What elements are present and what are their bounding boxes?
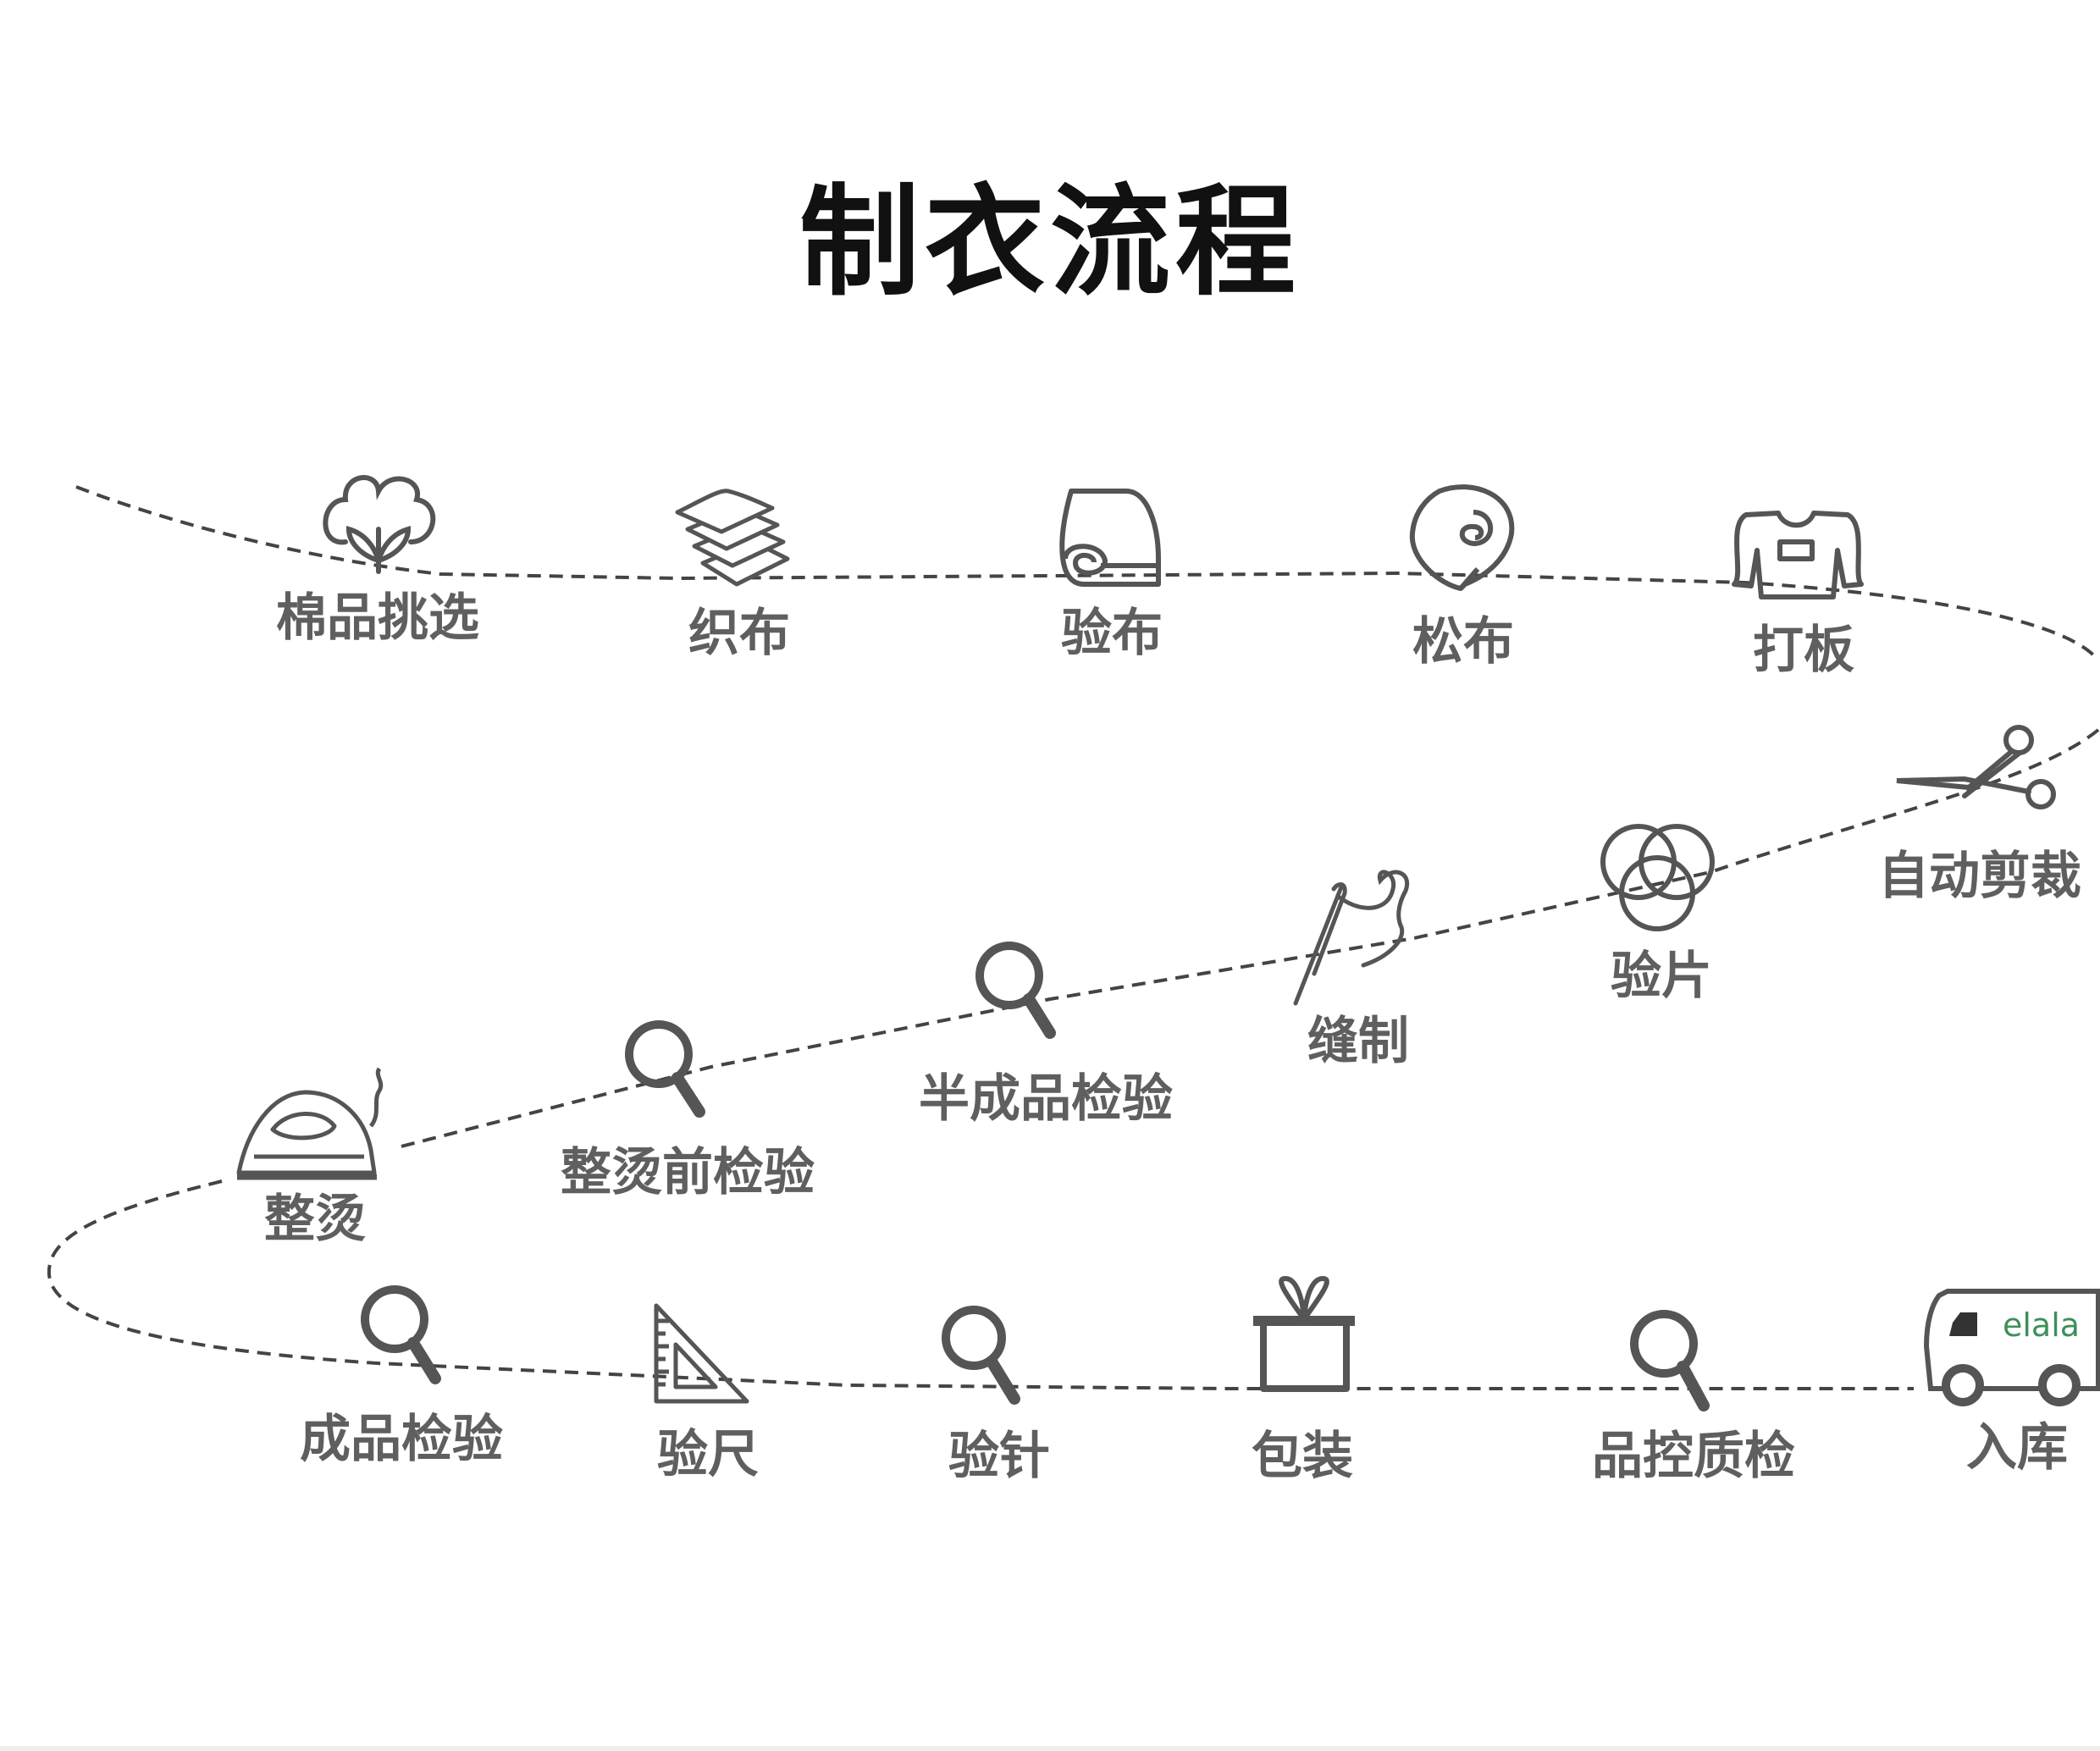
step-label-sewing: 缝制 bbox=[1307, 1012, 1409, 1071]
step-label-fabric-relaxing: 松布 bbox=[1412, 612, 1514, 671]
step-label-pattern-making: 打板 bbox=[1753, 621, 1854, 680]
step-label-auto-cutting: 自动剪裁 bbox=[1878, 847, 2081, 906]
fabric-stack-icon bbox=[675, 489, 790, 587]
scissors-icon bbox=[1896, 725, 2056, 809]
step-label-quality-control: 品控质检 bbox=[1592, 1427, 1795, 1486]
step-label-fabric-inspection: 验布 bbox=[1061, 604, 1163, 663]
step-label-packaging: 包装 bbox=[1252, 1427, 1353, 1486]
gift-box-icon bbox=[1253, 1276, 1355, 1392]
page-title: 制衣流程 bbox=[799, 173, 1301, 312]
step-label-ironing: 整烫 bbox=[264, 1190, 366, 1249]
step-label-semi-finished-inspection: 半成品检验 bbox=[919, 1069, 1173, 1129]
fabric-roll-icon bbox=[1059, 489, 1161, 587]
ruler-triangle-icon bbox=[654, 1303, 749, 1404]
step-label-piece-inspection: 验片 bbox=[1611, 947, 1712, 1006]
iron-icon bbox=[236, 1067, 384, 1180]
sweater-icon bbox=[1732, 511, 1864, 599]
step-label-cotton-selection: 棉品挑选 bbox=[276, 588, 479, 648]
rolled-fabric-icon bbox=[1409, 484, 1515, 591]
step-label-pre-ironing-inspection: 整烫前检验 bbox=[561, 1143, 815, 1202]
cotton-icon bbox=[323, 475, 436, 574]
magnifier-icon-semi-finished bbox=[975, 942, 1056, 1039]
step-label-size-check: 验尺 bbox=[657, 1425, 759, 1484]
step-label-needle-check: 验针 bbox=[948, 1427, 1050, 1486]
step-label-finished-inspection: 成品检验 bbox=[300, 1410, 503, 1469]
magnifier-icon-needle-check bbox=[942, 1306, 1020, 1405]
dashed-route bbox=[47, 485, 2100, 1390]
delivery-van-icon: elala bbox=[1923, 1289, 2100, 1406]
bottom-divider bbox=[0, 1746, 2100, 1751]
needle-icon bbox=[1293, 870, 1410, 1006]
magnifier-icon-quality-control bbox=[1630, 1310, 1710, 1411]
step-label-warehousing: 入库 bbox=[1966, 1418, 2068, 1478]
magnifier-icon-pre-iron bbox=[625, 1020, 705, 1118]
step-label-weaving: 织布 bbox=[688, 604, 790, 663]
van-brand-text: elala bbox=[2003, 1306, 2080, 1344]
magnifier-icon-finished bbox=[361, 1285, 441, 1384]
circles-icon bbox=[1600, 824, 1715, 931]
